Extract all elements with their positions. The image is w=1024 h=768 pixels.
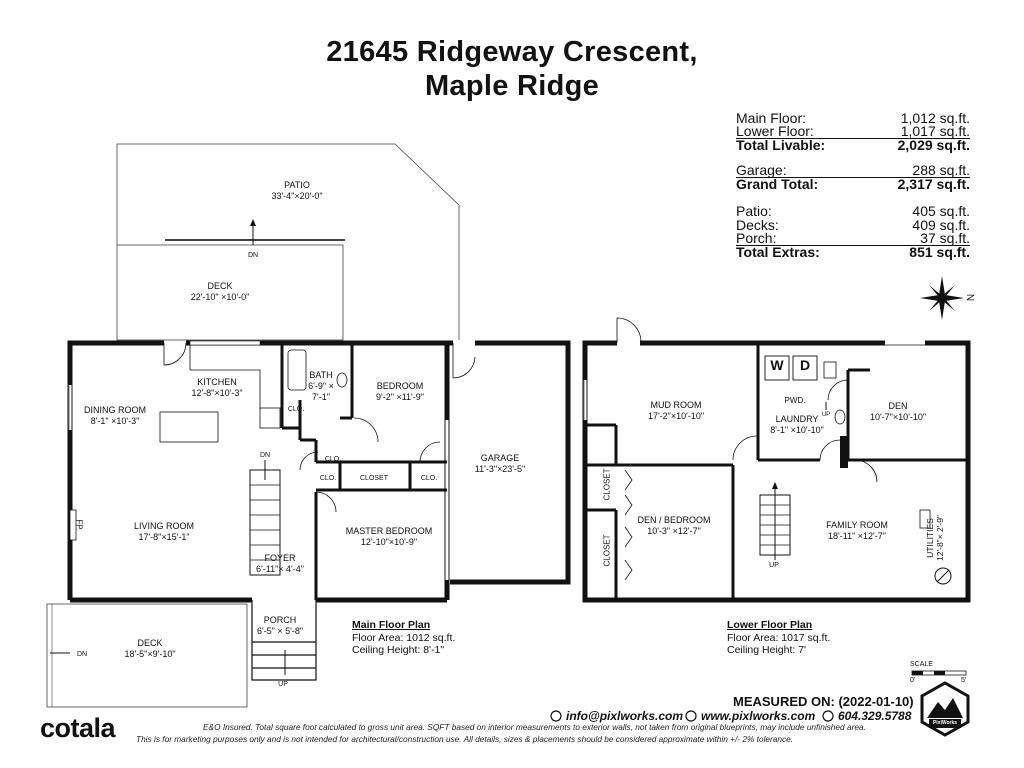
closet-label-lower-2: CLOSET [602,534,612,567]
closet-label-4: CLO. [420,475,438,482]
stair-dn-main: DN [259,452,271,459]
stair-up-laundry: UP [821,412,831,418]
lower-floor-info: Lower Floor Plan Floor Area: 1017 sq.ft.… [727,619,831,656]
page-title-line2: Maple Ridge [424,70,600,102]
washer-label: W [770,357,784,373]
deck-bottom-outline [46,603,248,708]
stair-up-porch: UP [278,681,288,688]
phone-icon [822,710,834,722]
scale-five: 5' [961,677,967,684]
stair-dn-deck: DN [76,651,88,658]
stat-main-floor: Main Floor:1,012 sq.ft. [736,110,970,126]
email-icon [550,710,562,722]
contact-phone: 604.329.5788 [838,709,912,723]
closet-label-main: CLOSET [359,475,389,482]
stat-porch: Porch:37 sq.ft. [736,230,970,246]
divider [736,138,970,139]
closet-label-lower-1: CLOSET [602,468,612,501]
area-summary: Main Floor:1,012 sq.ft. Lower Floor:1,01… [736,111,970,261]
patio-outline [116,143,460,340]
compass-icon [920,276,964,320]
stat-total-extras: Total Extras:851 sq.ft. [736,244,970,260]
measured-on: MEASURED ON: (2022-01-10) [733,694,914,709]
stat-garage: Garage:288 sq.ft. [736,162,970,178]
cotala-logo: cotala [40,713,116,743]
divider [736,177,970,178]
dryer-label: D [799,357,811,373]
stair-up-lower: UP [769,562,779,569]
washer-icon [764,355,790,381]
fireplace-label: FP [74,519,84,530]
stat-decks: Decks:409 sq.ft. [736,217,970,233]
stat-lower-floor: Lower Floor:1,017 sq.ft. [736,123,970,139]
dryer-icon [792,355,818,381]
deck-top-outline [116,244,344,341]
closet-label-2: CLO. [324,456,342,463]
closet-label-3: CLO. [319,475,337,482]
stat-patio: Patio:405 sq.ft. [736,203,970,219]
divider [736,245,970,246]
contact-email[interactable]: info@pixlworks.com [566,709,684,723]
globe-icon [685,710,697,722]
pixlworks-logo-text: PixlWorks [932,720,958,726]
room-pwd: PWD. [784,396,806,405]
compass-north-label: N [964,293,976,302]
disclaimer-line1: E&O Insured. Total square foot calculate… [203,722,866,732]
stat-grand-total: Grand Total:2,317 sq.ft. [736,176,970,192]
scale-bar [911,670,967,676]
pixlworks-logo [920,681,970,737]
stat-total-livable: Total Livable:2,029 sq.ft. [736,137,970,153]
main-floor-info: Main Floor Plan Floor Area: 1012 sq.ft. … [352,619,456,656]
disclaimer-line2: This is for marketing purposes only and … [136,734,794,744]
page-title-line1: 21645 Ridgeway Crescent, [326,36,698,68]
porch-outline [251,600,317,681]
scale-zero: 0' [910,677,916,684]
contact-website[interactable]: www.pixlworks.com [701,709,816,723]
stair-dn-patio: DN [247,252,259,259]
scale-label: SCALE [910,661,933,668]
lower-floor-walls [582,340,971,603]
closet-label-1: CLO. [287,406,305,413]
